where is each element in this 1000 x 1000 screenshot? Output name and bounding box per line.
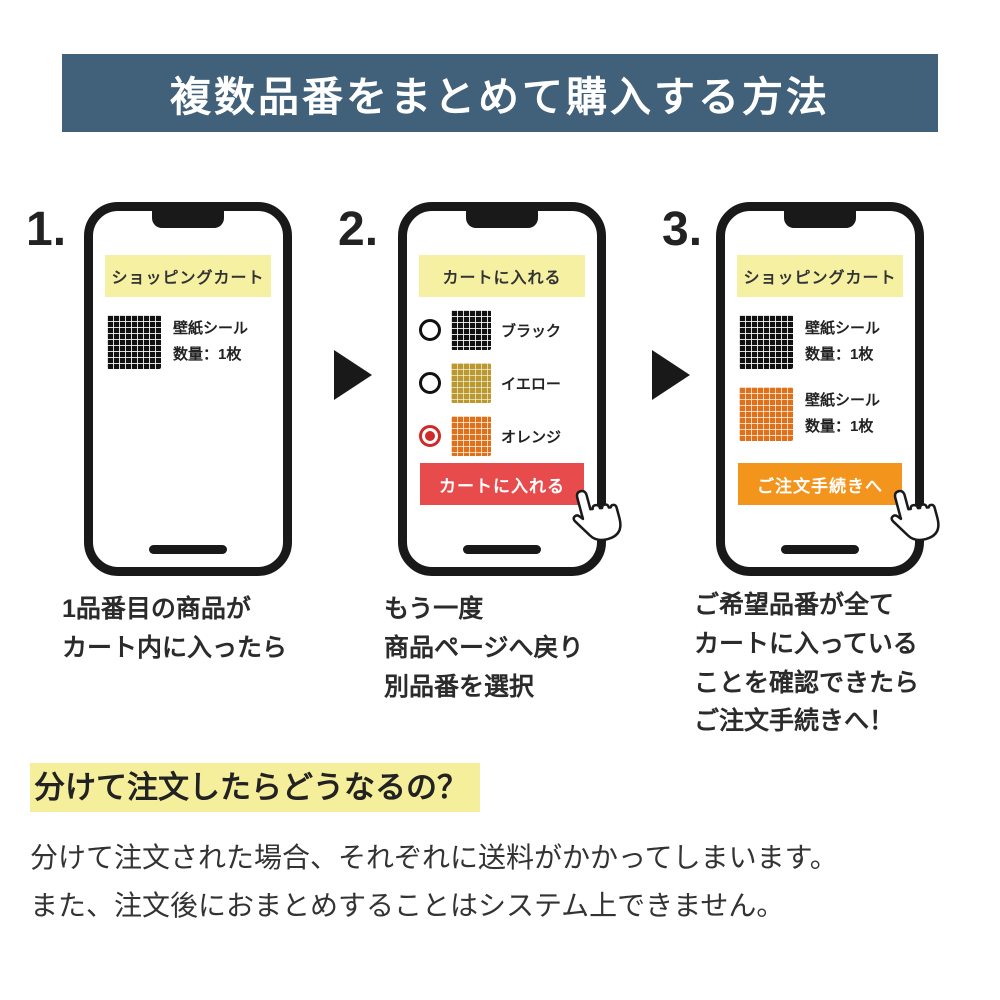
- caption-line: 別品番を選択: [384, 672, 535, 701]
- phone-notch: [784, 211, 856, 228]
- cart-header-step-1: ショッピングカート: [105, 255, 271, 297]
- answer-line: また、注文後におまとめすることはシステム上できません。: [30, 889, 785, 921]
- radio-unselected-icon[interactable]: [419, 372, 441, 394]
- cart-item: 壁紙シール 数量：1枚: [739, 315, 901, 369]
- product-swatch-orange: [739, 387, 793, 441]
- highlighted-question: 分けて注文したらどうなるの？: [30, 763, 480, 812]
- product-info: 壁紙シール 数量：1枚: [173, 316, 248, 369]
- color-option-black[interactable]: ブラック: [419, 310, 585, 350]
- phone-home-bar: [149, 545, 227, 554]
- cart-item: 壁紙シール 数量：1枚: [107, 315, 269, 369]
- cart-header-step-3: ショッピングカート: [737, 255, 903, 297]
- tap-hand-icon: [890, 489, 940, 542]
- page-title: 複数品番をまとめて購入する方法: [170, 74, 830, 120]
- tap-hand-icon: [572, 489, 622, 542]
- product-swatch-black: [739, 315, 793, 369]
- radio-selected-icon[interactable]: [419, 425, 441, 447]
- caption-line: 1品番目の商品が: [62, 595, 251, 623]
- arrow-right-icon: [652, 350, 690, 400]
- product-info: 壁紙シール 数量：1枚: [805, 316, 880, 369]
- arrow-right-icon: [334, 350, 372, 400]
- phone-notch: [466, 211, 538, 228]
- caption-line: ご希望品番が全て: [694, 591, 895, 619]
- caption-line: ご注文手続きへ！: [694, 707, 895, 736]
- caption-line: 商品ページへ戻り: [384, 633, 584, 662]
- step-2-caption: もう一度 商品ページへ戻り 別品番を選択: [384, 590, 584, 706]
- phone-step-3: ショッピングカート 壁紙シール 数量：1枚 壁紙シール 数量：1枚 ご注文手続き…: [716, 202, 924, 576]
- step-1-caption: 1品番目の商品が カート内に入ったら: [62, 590, 287, 668]
- product-swatch-black: [107, 315, 161, 369]
- phone-step-2: カートに入れる ブラック イエロー オレンジ カートに入れる: [398, 202, 606, 576]
- swatch-black: [451, 310, 491, 350]
- phone-home-bar: [463, 545, 541, 554]
- phone-notch: [152, 211, 224, 228]
- product-qty: 数量：1枚: [173, 346, 242, 363]
- caption-line: カートに入っている: [694, 629, 918, 658]
- product-name: 壁紙シール: [173, 319, 249, 337]
- color-option-yellow[interactable]: イエロー: [419, 363, 585, 403]
- product-name: 壁紙シール: [805, 319, 881, 337]
- caption-line: もう一度: [384, 595, 484, 623]
- option-label: オレンジ: [501, 428, 562, 446]
- swatch-orange: [451, 416, 491, 456]
- swatch-yellow: [451, 363, 491, 403]
- add-to-cart-header: カートに入れる: [419, 255, 585, 297]
- caption-line: カート内に入ったら: [62, 633, 288, 662]
- answer-line: 分けて注文された場合、それぞれに送料がかかってしまいます。: [30, 842, 838, 873]
- title-banner: 複数品番をまとめて購入する方法: [62, 54, 938, 132]
- question-heading: 分けて注文したらどうなるの？: [30, 762, 480, 812]
- answer-text: 分けて注文された場合、それぞれに送料がかかってしまいます。 また、注文後におまと…: [30, 834, 838, 929]
- radio-unselected-icon[interactable]: [419, 319, 441, 341]
- step-3-caption: ご希望品番が全て カートに入っている ことを確認できたら ご注文手続きへ！: [694, 586, 919, 741]
- checkout-button[interactable]: ご注文手続きへ: [738, 463, 902, 505]
- product-info: 壁紙シール 数量：1枚: [805, 388, 880, 441]
- caption-line: ことを確認できたら: [694, 668, 920, 697]
- option-label: ブラック: [501, 322, 562, 340]
- product-qty: 数量：1枚: [805, 418, 874, 435]
- step-3-number: 3.: [662, 203, 703, 256]
- product-name: 壁紙シール: [805, 391, 881, 409]
- option-label: イエロー: [501, 375, 561, 393]
- product-qty: 数量：1枚: [805, 346, 874, 363]
- cart-item: 壁紙シール 数量：1枚: [739, 387, 901, 441]
- color-option-orange[interactable]: オレンジ: [419, 416, 585, 456]
- step-1-number: 1.: [26, 203, 67, 256]
- add-to-cart-button[interactable]: カートに入れる: [420, 463, 584, 505]
- phone-home-bar: [781, 545, 859, 554]
- step-2-number: 2.: [338, 203, 379, 256]
- phone-step-1: ショッピングカート 壁紙シール 数量：1枚: [84, 202, 292, 576]
